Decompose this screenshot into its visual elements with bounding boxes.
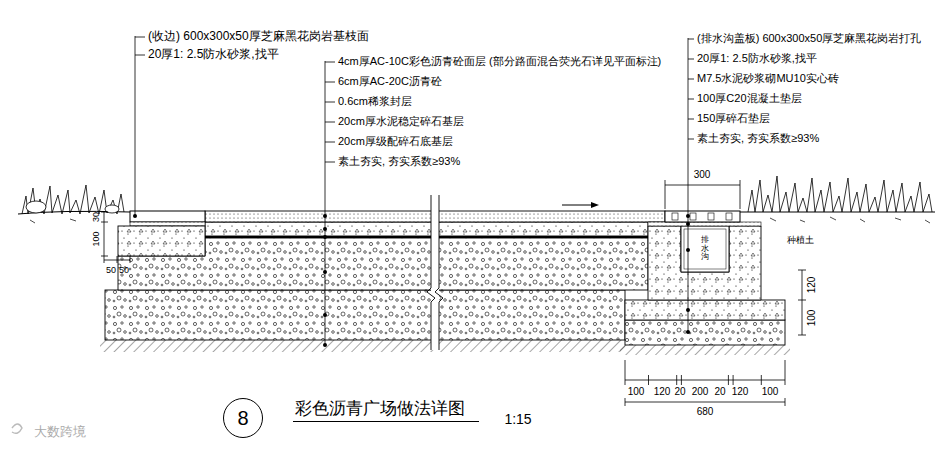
material-callout: 20cm厚水泥稳定碎石基层 <box>338 115 464 128</box>
material-callout: 0.6cm稀浆封层 <box>338 95 412 108</box>
dimension: 120 <box>654 386 671 398</box>
dimension: 300 <box>694 169 711 181</box>
material-callout: M7.5水泥砂浆砌MU10实心砖 <box>697 72 839 85</box>
material-callout: (排水沟盖板) 600x300x50厚芝麻黑花岗岩打孔 <box>697 32 921 45</box>
material-callout: 4cm厚AC-10C彩色沥青砼面层 (部分路面混合荧光石详见平面标注) <box>338 55 661 68</box>
dimension: 120 <box>806 277 818 294</box>
material-callout: 150厚碎石垫层 <box>697 112 770 125</box>
dimension: 20 <box>714 386 725 398</box>
detail-number: 8 <box>237 407 248 430</box>
dimension: 100 <box>762 386 779 398</box>
dimension: 100 <box>91 231 101 246</box>
dimension: 50 <box>119 265 129 275</box>
dimension: 50 <box>106 265 116 275</box>
material-callout: 素土夯实, 夯实系数≥93% <box>338 155 460 168</box>
part-label: 排水沟 <box>701 236 709 262</box>
dimension: 680 <box>697 406 714 418</box>
scale-label: 1:15 <box>504 411 531 427</box>
dimension: 200 <box>692 386 709 398</box>
material-callout: 素土夯实, 夯实系数≥93% <box>697 132 819 145</box>
dimension: 100 <box>806 310 818 327</box>
material-callout: 100厚C20混凝土垫层 <box>697 92 802 105</box>
dimension: 120 <box>732 386 749 398</box>
material-callout: 20cm厚级配碎石底基层 <box>338 135 453 148</box>
watermark: 大数跨境 <box>34 425 86 440</box>
dimension: 20 <box>674 386 685 398</box>
drawing-title: 彩色沥青广场做法详图 <box>293 399 479 422</box>
part-label: 种植土 <box>787 235 814 245</box>
material-callout: (收边) 600x300x50厚芝麻黑花岗岩基枝面 <box>148 30 369 44</box>
material-callout: 6cm厚AC-20C沥青砼 <box>338 75 442 88</box>
detail-number-circle: 8 <box>223 398 263 438</box>
dimension: 30 <box>91 212 101 222</box>
material-callout: 20厚1: 2.5防水砂浆,找平 <box>148 48 279 62</box>
dimension: 100 <box>628 386 645 398</box>
material-callout: 20厚1: 2.5防水砂浆,找平 <box>697 52 817 65</box>
